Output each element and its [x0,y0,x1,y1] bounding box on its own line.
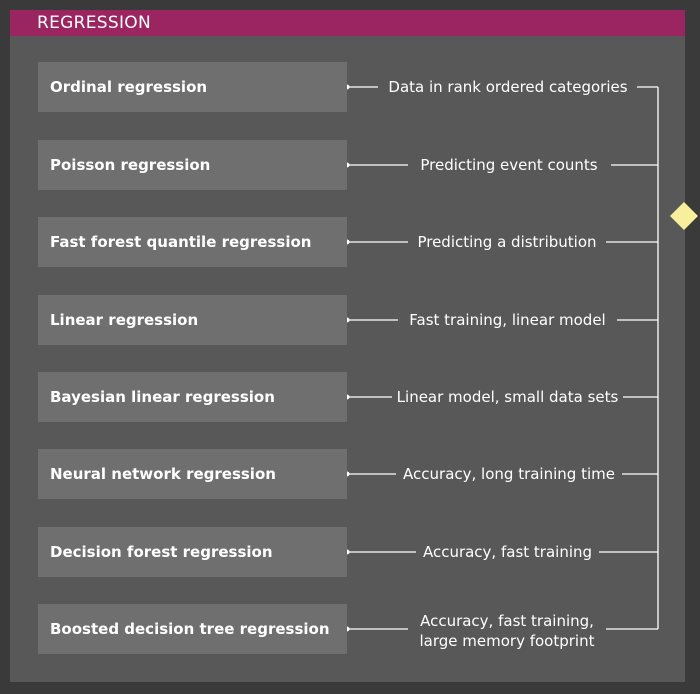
algorithm-description: Fast training, linear model [409,311,606,329]
algorithm-label: Boosted decision tree regression [50,620,330,638]
algorithm-label: Decision forest regression [50,543,273,561]
algorithm-description: Predicting event counts [420,156,598,174]
algorithm-description: Linear model, small data sets [396,388,619,406]
algorithm-box-fast-forest-quantile-regression[interactable]: Fast forest quantile regression [38,217,347,267]
algorithm-box-linear-regression[interactable]: Linear regression [38,295,347,345]
algorithm-box-poisson-regression[interactable]: Poisson regression [38,140,347,190]
algorithm-label: Fast forest quantile regression [50,233,312,251]
algorithm-box-bayesian-linear-regression[interactable]: Bayesian linear regression [38,372,347,422]
algorithm-description: Accuracy, fast training [422,543,593,561]
algorithm-box-neural-network-regression[interactable]: Neural network regression [38,449,347,499]
algorithm-label: Poisson regression [50,156,211,174]
algorithm-description: Accuracy, long training time [403,465,615,483]
algorithm-box-decision-forest-regression[interactable]: Decision forest regression [38,527,347,577]
algorithm-box-boosted-decision-tree-regression[interactable]: Boosted decision tree regression [38,604,347,654]
algorithm-box-ordinal-regression[interactable]: Ordinal regression [38,62,347,112]
algorithm-description-line-2: large memory footprint [419,632,595,650]
section-header: REGRESSION [10,10,685,36]
algorithm-label: Linear regression [50,311,199,329]
algorithm-description: Data in rank ordered categories [388,78,628,96]
algorithm-label: Neural network regression [50,465,276,483]
algorithm-label: Ordinal regression [50,78,208,96]
decision-diamond-icon [670,202,698,230]
algorithm-description-line-1: Accuracy, fast training, [420,612,594,630]
algorithm-description: Predicting a distribution [417,233,597,251]
section-title: REGRESSION [37,13,151,33]
algorithm-label: Bayesian linear regression [50,388,275,406]
